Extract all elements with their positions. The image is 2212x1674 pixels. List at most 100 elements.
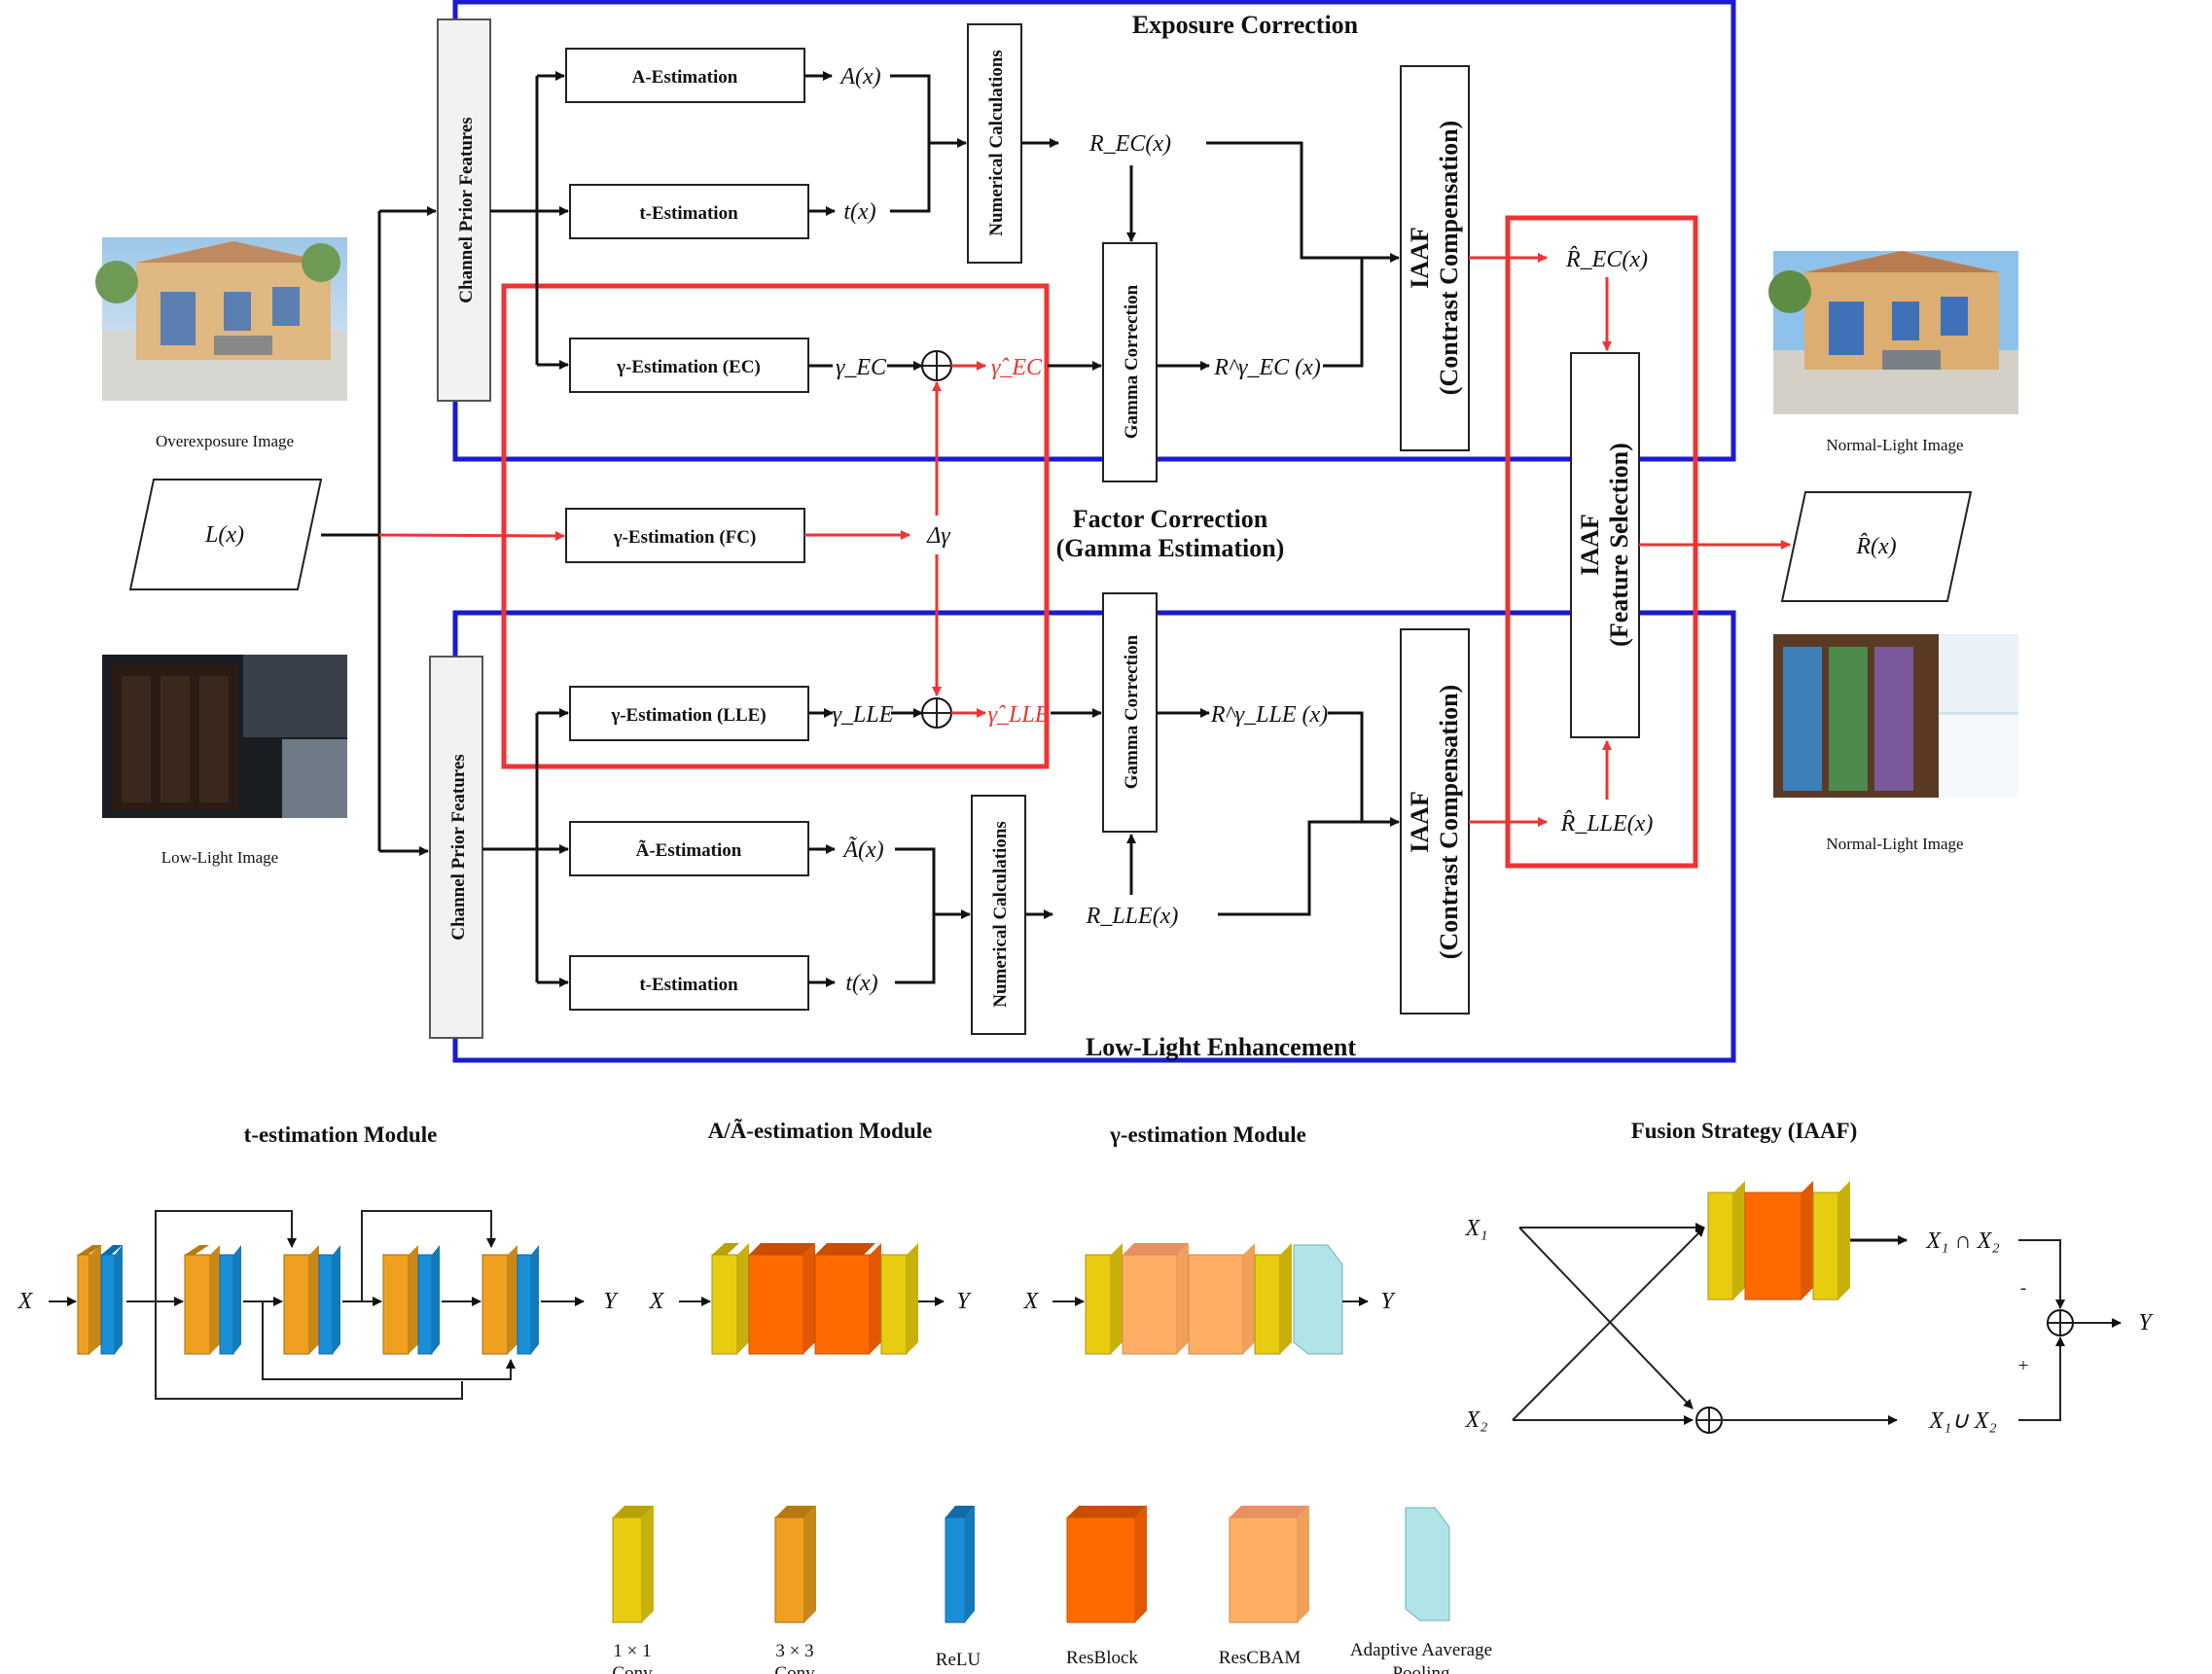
- legend: 1 × 1 Conv 3 × 3 Conv ReLU ResBlock ResC: [612, 1506, 1492, 1674]
- svg-text:3 × 3: 3 × 3: [775, 1641, 813, 1661]
- t-bottom-symbol: t(x): [845, 971, 877, 996]
- svg-text:+: +: [2018, 1356, 2029, 1376]
- t-estimation-bottom-label: t-Estimation: [639, 975, 738, 995]
- low-light-image: [102, 655, 347, 818]
- channel-prior-bottom: [429, 656, 483, 1039]
- iaaf-contrast-top-box: [1400, 65, 1470, 451]
- a-tilde-symbol: Ã(x): [841, 837, 883, 863]
- svg-text:X: X: [649, 1289, 665, 1314]
- legend-resblock: ResBlock: [1066, 1506, 1147, 1668]
- t-estimation-top-box: [569, 184, 809, 239]
- normal-light-caption-bottom: Normal-Light Image: [1826, 835, 1963, 853]
- a-symbol: A(x): [838, 64, 880, 89]
- overexposure-caption: Overexposure Image: [156, 432, 294, 450]
- r-ec-symbol: R_EC(x): [1088, 131, 1171, 157]
- r-lle-symbol: R_LLE(x): [1086, 904, 1179, 929]
- svg-text:1 × 1: 1 × 1: [613, 1641, 651, 1661]
- r-lle-gamma-symbol: R^γ_LLE (x): [1210, 702, 1328, 728]
- a-tilde-estimation-box: [569, 821, 809, 876]
- svg-text:Y: Y: [1380, 1289, 1396, 1314]
- gamma-ec-label: γ-Estimation (EC): [616, 357, 761, 377]
- normal-light-image-bottom: [1773, 634, 2018, 798]
- numerical-calc-top-box: [967, 23, 1022, 264]
- a-tilde-estimation-label: Ã-Estimation: [636, 839, 742, 861]
- iaaf-contrast-top-subtitle: (Contrast Compensation): [1435, 121, 1463, 395]
- gamma-correction-top-label: Gamma Correction: [1122, 284, 1142, 439]
- svg-text:Conv: Conv: [774, 1663, 815, 1674]
- iaaf-contrast-bottom-subtitle: (Contrast Compensation): [1435, 685, 1463, 959]
- numerical-calc-bottom-label: Numerical Calculations: [990, 821, 1011, 1008]
- factor-correction-title: Factor Correction: [1073, 505, 1268, 533]
- t-module-title: t-estimation Module: [244, 1122, 438, 1147]
- overexposure-image: [95, 237, 347, 401]
- numerical-calc-top-label: Numerical Calculations: [986, 50, 1007, 236]
- low-light-caption: Low-Light Image: [161, 848, 278, 867]
- legend-relu: ReLU: [936, 1506, 981, 1670]
- normal-light-caption-top: Normal-Light Image: [1826, 436, 1963, 454]
- r-ec-gamma-symbol: R^γ_EC (x): [1213, 355, 1321, 380]
- svg-text:ResCBAM: ResCBAM: [1219, 1648, 1302, 1668]
- fusion-diagram: X₁ X₂ X₁ ∩ X₂ X₁∪ X₂ Y - +: [1464, 1181, 2154, 1434]
- output-parallelogram: [1780, 491, 1973, 602]
- gamma-correction-top-box: [1102, 242, 1158, 482]
- svg-text:Conv: Conv: [612, 1663, 653, 1674]
- svg-text:X₁: X₁: [1464, 1216, 1487, 1241]
- feature-selection-panel: [1505, 215, 1698, 869]
- svg-text:X₁∪ X₂: X₁∪ X₂: [1928, 1408, 1997, 1434]
- a-module-title: A/Ã-estimation Module: [708, 1119, 933, 1143]
- gamma-module-title: γ-estimation Module: [1109, 1122, 1306, 1147]
- fusion-title: Fusion Strategy (IAAF): [1631, 1119, 1858, 1143]
- channel-prior-top-label: Channel Prior Features: [456, 117, 477, 303]
- gamma-ec-hat-symbol: γ̂_EC: [991, 355, 1043, 380]
- a-module-diagram: X Y: [649, 1243, 972, 1355]
- legend-rescbam: ResCBAM: [1219, 1506, 1309, 1668]
- svg-text:Y: Y: [603, 1289, 619, 1314]
- iaaf-feature-selection-subtitle: (Feature Selection): [1605, 443, 1633, 647]
- delta-gamma-symbol: Δγ: [926, 523, 950, 549]
- iaaf-contrast-bottom-title: IAAF: [1406, 791, 1434, 853]
- channel-prior-top: [437, 18, 491, 402]
- exposure-correction-title: Exposure Correction: [1132, 11, 1359, 39]
- svg-text:ReLU: ReLU: [936, 1650, 981, 1670]
- gamma-ec-symbol: γ_EC: [836, 355, 887, 380]
- gamma-correction-bottom-box: [1102, 592, 1158, 833]
- gamma-module-diagram: X Y: [1023, 1243, 1396, 1355]
- legend-adaptive-pooling: Adaptive Aaverage Pooling: [1350, 1507, 1492, 1674]
- factor-correction-panel: [501, 283, 1050, 769]
- gamma-fc-label: γ-Estimation (FC): [613, 527, 757, 548]
- normal-light-image-top: [1768, 251, 2018, 414]
- legend-conv1x1: 1 × 1 Conv: [612, 1506, 654, 1674]
- r-lle-hat-symbol: R̂_LLE(x): [1560, 810, 1654, 837]
- low-light-enhancement-title: Low-Light Enhancement: [1086, 1033, 1356, 1061]
- r-ec-hat-symbol: R̂_EC(x): [1565, 246, 1648, 272]
- svg-text:ResBlock: ResBlock: [1066, 1648, 1138, 1668]
- iaaf-feature-selection-title: IAAF: [1576, 514, 1604, 576]
- svg-text:X: X: [1023, 1289, 1040, 1314]
- gamma-correction-bottom-label: Gamma Correction: [1122, 634, 1142, 789]
- channel-prior-bottom-label: Channel Prior Features: [448, 754, 469, 940]
- legend-conv3x3: 3 × 3 Conv: [774, 1506, 816, 1674]
- factor-correction-subtitle: (Gamma Estimation): [1056, 534, 1285, 562]
- iaaf-contrast-bottom-box: [1400, 628, 1470, 1015]
- svg-text:Y: Y: [956, 1289, 972, 1314]
- iaaf-contrast-top-title: IAAF: [1406, 227, 1434, 289]
- gamma-lle-box: [569, 686, 809, 741]
- t-top-symbol: t(x): [843, 199, 875, 225]
- svg-text:-: -: [2020, 1278, 2026, 1299]
- svg-text:Pooling: Pooling: [1392, 1663, 1450, 1674]
- iaaf-feature-selection-box: [1570, 352, 1640, 738]
- svg-text:Adaptive Aaverage: Adaptive Aaverage: [1350, 1640, 1492, 1660]
- t-module-diagram: X: [18, 1210, 619, 1400]
- input-parallelogram: [128, 479, 323, 590]
- svg-text:Y: Y: [2138, 1310, 2154, 1336]
- input-symbol: L(x): [204, 522, 244, 548]
- svg-text:X: X: [18, 1289, 34, 1314]
- svg-text:X₁ ∩ X₂: X₁ ∩ X₂: [1925, 1229, 1999, 1254]
- a-estimation-label: A-Estimation: [632, 67, 738, 88]
- gamma-lle-hat-symbol: γ̂_LLE: [988, 702, 1050, 728]
- t-estimation-bottom-box: [569, 955, 809, 1011]
- gamma-lle-symbol: γ_LLE: [833, 702, 894, 728]
- svg-text:X₂: X₂: [1464, 1407, 1487, 1433]
- output-symbol: R̂(x): [1855, 533, 1896, 559]
